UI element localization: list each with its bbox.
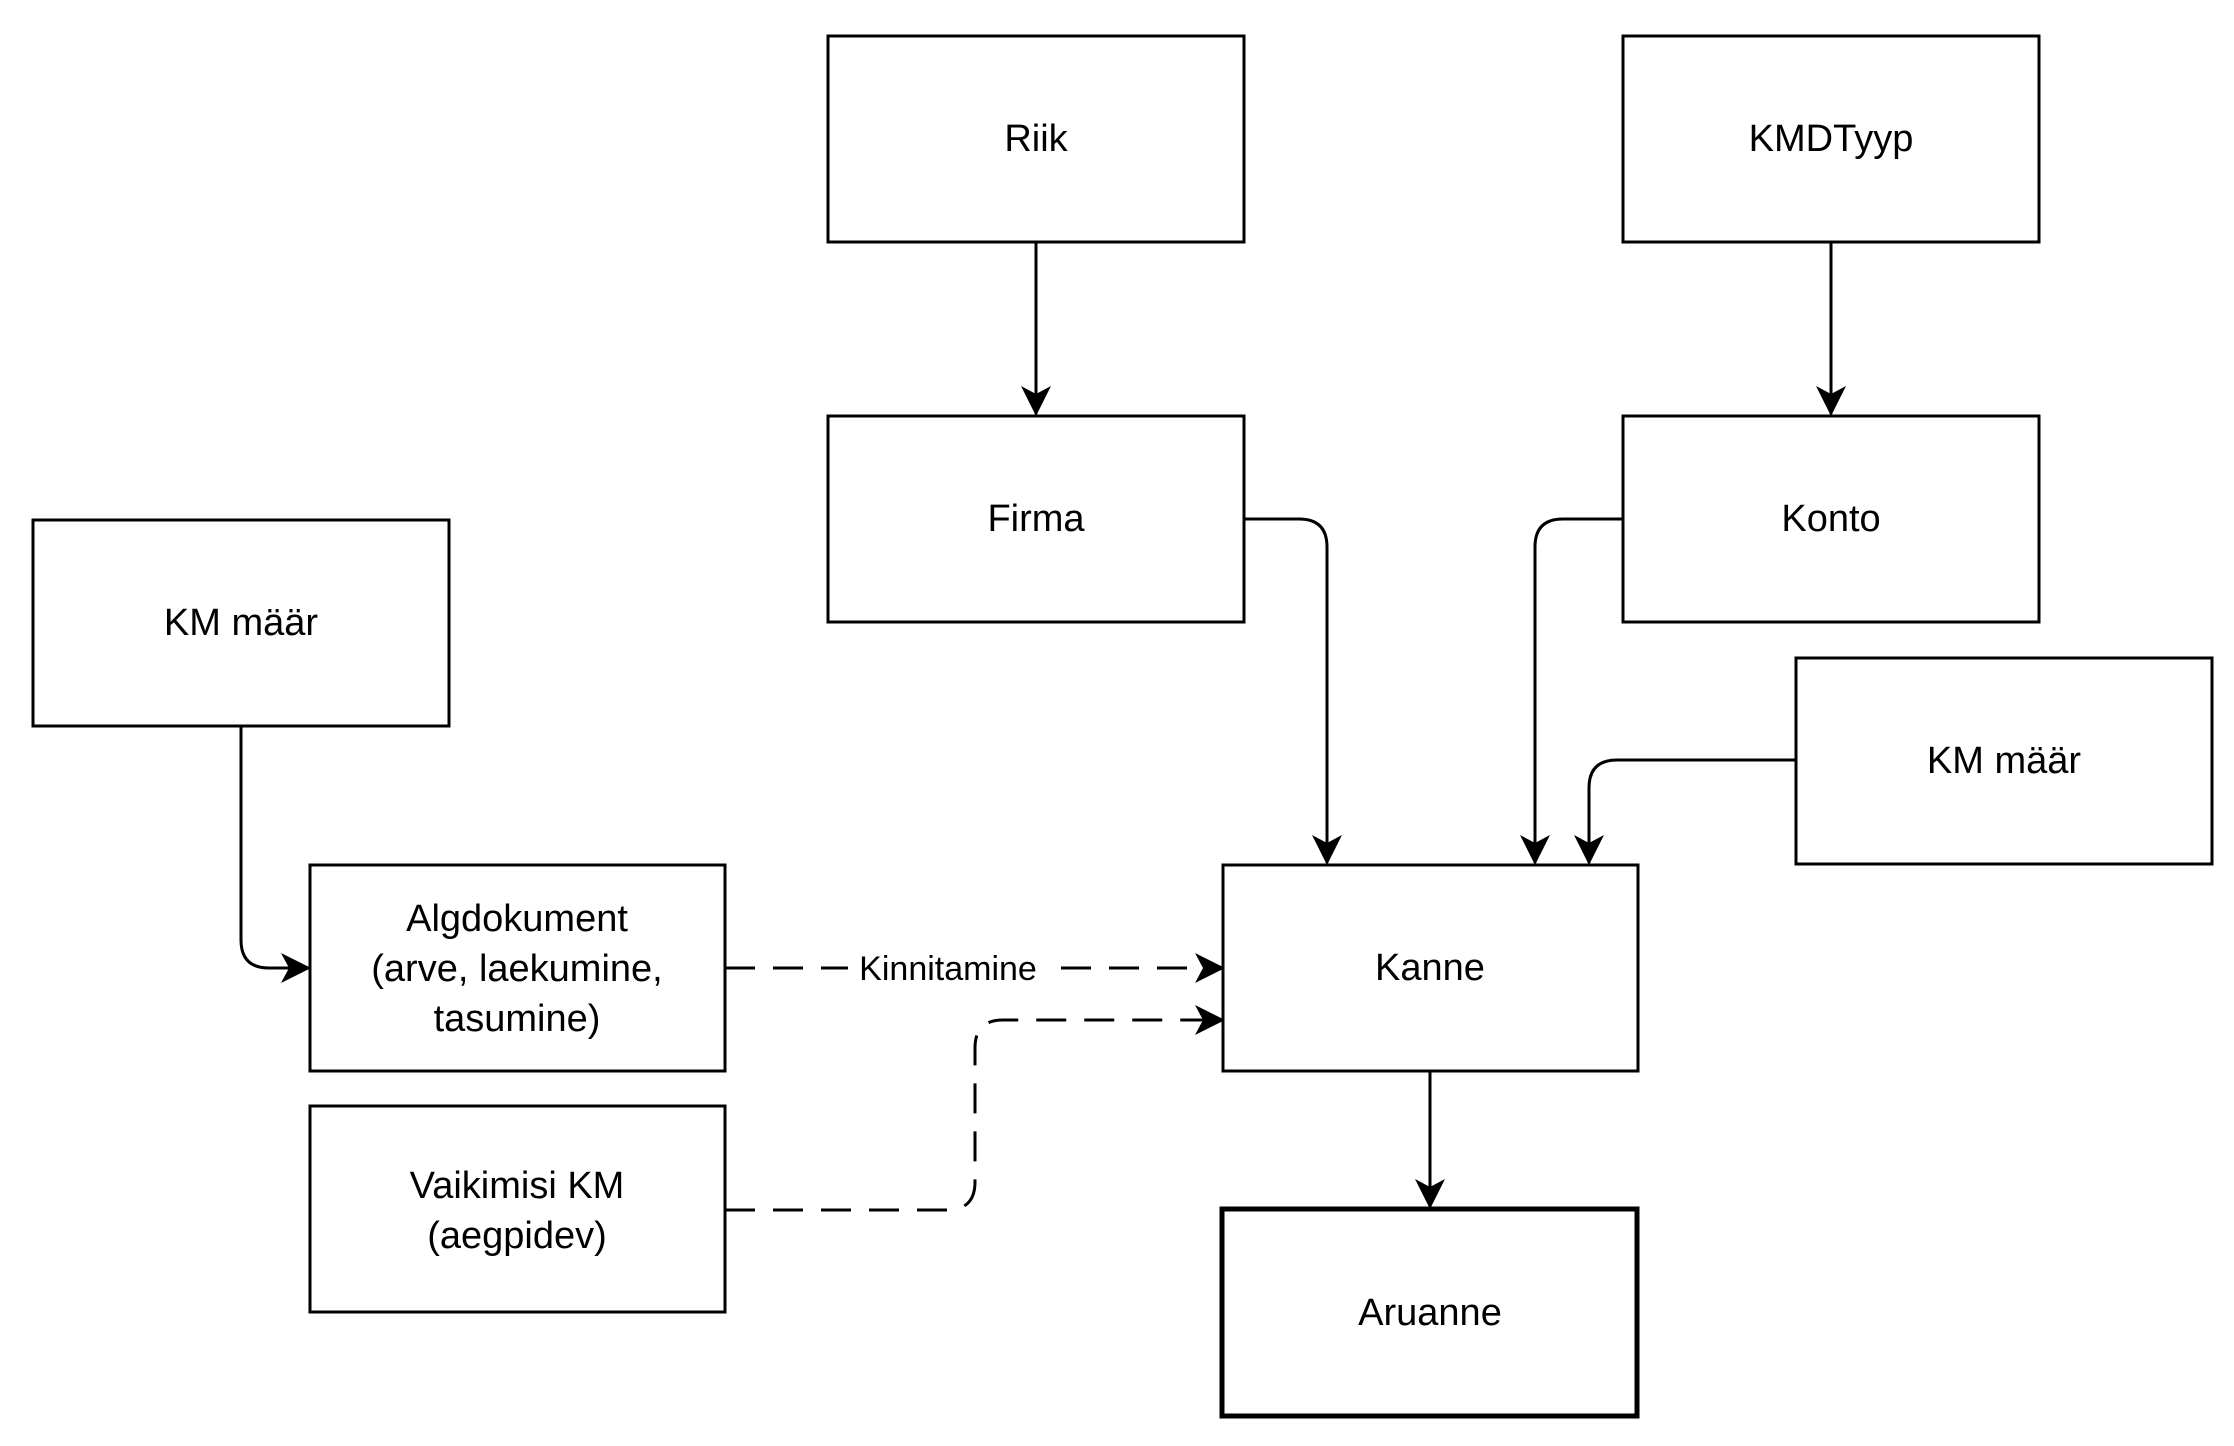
edge-vaikimisi-to-kanne xyxy=(725,1005,1225,1212)
node-km-maar-left-label: KM määr xyxy=(164,602,318,644)
node-km-maar-left[interactable]: KM määr xyxy=(31,518,451,728)
node-vaikimisi[interactable]: Vaikimisi KM (aegpidev) xyxy=(308,1104,727,1314)
node-firma-label: Firma xyxy=(987,498,1085,540)
node-aruanne[interactable]: Aruanne xyxy=(1219,1206,1640,1419)
node-riik[interactable]: Riik xyxy=(826,34,1246,244)
node-algdokument[interactable]: Algdokument (arve, laekumine, tasumine) xyxy=(308,863,727,1073)
edge-km-maar-right-to-kanne xyxy=(1574,758,1796,865)
node-riik-label: Riik xyxy=(1004,118,1068,160)
node-konto[interactable]: Konto xyxy=(1621,414,2041,624)
edge-label-background xyxy=(848,948,1048,988)
node-konto-label: Konto xyxy=(1781,498,1880,540)
edge-km-maar-left-to-algdokument xyxy=(239,727,311,983)
node-kanne-label: Kanne xyxy=(1375,947,1485,989)
edge-label-kinnitamine: Kinnitamine xyxy=(859,950,1037,988)
node-km-maar-right[interactable]: KM määr xyxy=(1794,656,2214,866)
node-kanne[interactable]: Kanne xyxy=(1221,863,1640,1073)
node-kmdtyyp[interactable]: KMDTyyp xyxy=(1621,34,2041,244)
edge-firma-to-kanne xyxy=(1244,517,1342,865)
node-aruanne-label: Aruanne xyxy=(1358,1292,1502,1334)
node-algdokument-label-line-3: tasumine) xyxy=(434,998,601,1040)
node-algdokument-label-line-2: (arve, laekumine, xyxy=(371,948,662,990)
edge-konto-to-kanne xyxy=(1520,517,1623,865)
node-firma[interactable]: Firma xyxy=(826,414,1246,624)
node-vaikimisi-label-line-2: (aegpidev) xyxy=(427,1215,607,1257)
node-kmdtyyp-label: KMDTyyp xyxy=(1749,118,1914,160)
node-km-maar-right-label: KM määr xyxy=(1927,740,2081,782)
node-algdokument-label-line-1: Algdokument xyxy=(406,898,628,940)
node-vaikimisi-label-line-1: Vaikimisi KM xyxy=(410,1165,625,1207)
